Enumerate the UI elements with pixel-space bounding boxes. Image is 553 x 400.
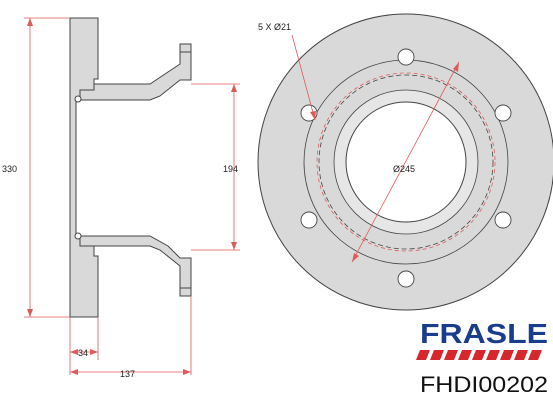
side-dimensions [24,17,240,375]
bolt-hole [300,104,318,122]
bolt-hole-leader [291,34,316,121]
bolt-holes-label: 5 X Ø21 [258,22,291,32]
bolt-hole [494,104,512,122]
hub-offset-label: 34 [78,348,88,358]
frasle-logo: FRASLE FHDI00202 [416,318,548,397]
bolt-circle-dimension [316,72,496,252]
bolt-hole [300,211,318,229]
front-view [257,13,553,311]
bolt-hole [397,270,415,288]
upper-hat-section [79,43,192,101]
dimension-arrows [27,18,237,375]
part-number: FHDI00202 [420,372,548,397]
overall-diameter-label: 330 [2,164,17,174]
total-width-label: 137 [120,369,135,379]
bolt-circle-leader [351,61,460,263]
bolt-hole [494,211,512,229]
lower-hat-section [79,235,192,297]
bolt-hole [397,48,415,66]
center-bore [345,101,467,223]
brand-stripes [416,350,542,360]
bolt-holes [300,48,512,288]
brand-name: FRASLE [420,318,548,349]
hub-diameter-label: 194 [223,164,238,174]
friction-ring-section [69,17,99,318]
side-section-view [69,17,192,318]
bolt-circle-label: Ø245 [393,164,415,174]
